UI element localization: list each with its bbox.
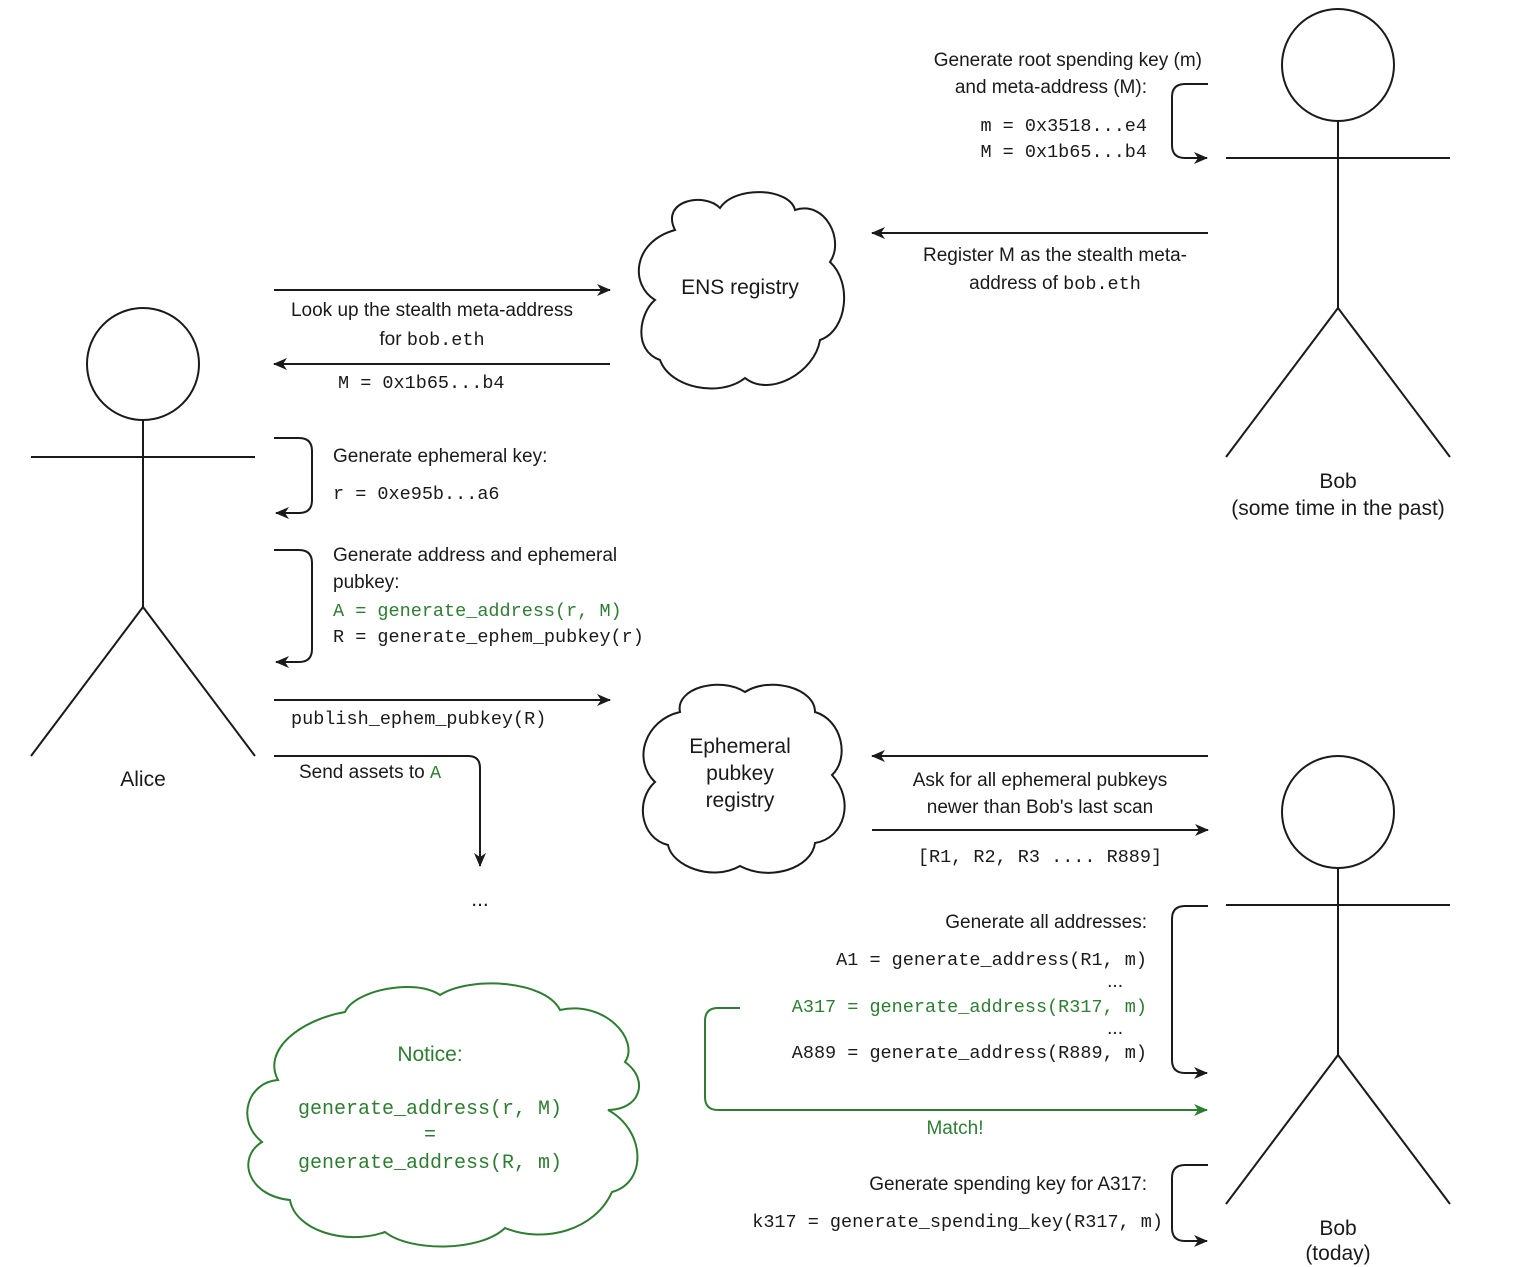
register-ens-name: bob.eth xyxy=(1063,274,1141,295)
spend-key: k317 = generate_spending_key(R317, m) xyxy=(752,1212,1163,1233)
register-line1: Register M as the stealth meta- xyxy=(923,245,1187,266)
ephem-registry-line1: Ephemeral xyxy=(689,735,791,758)
lookup-line2: for bob.eth xyxy=(272,326,592,354)
gen-all-bracket xyxy=(1171,905,1208,1079)
gen-address-A: A = generate_address(r, M) xyxy=(333,601,622,622)
meta-address-value: M = 0x1b65...b4 xyxy=(980,142,1147,163)
publish-label: publish_ephem_pubkey(R) xyxy=(291,709,547,730)
match-arrow xyxy=(704,1007,1208,1116)
alice-figure xyxy=(30,307,256,757)
spend-title: Generate spending key for A317: xyxy=(869,1174,1147,1195)
lookup-ens-name: bob.eth xyxy=(406,330,485,351)
alice-label: Alice xyxy=(120,768,166,791)
gen-address-bracket xyxy=(274,549,313,668)
lookup-line2-prefix: for xyxy=(379,329,407,350)
ephemeral-key-title: Generate ephemeral key: xyxy=(333,446,548,467)
notice-line2: generate_address(R, m) xyxy=(297,1152,563,1175)
ellipsis: ... xyxy=(471,888,489,911)
bob-setup-line2: and meta-address (M): xyxy=(954,77,1147,98)
gen-all-dots1: ... xyxy=(1107,971,1123,992)
notice-cloud xyxy=(246,982,641,1248)
send-assets-target: A xyxy=(429,763,442,784)
gen-address-line1: Generate address and ephemeral xyxy=(333,545,618,566)
ens-registry-cloud xyxy=(637,191,846,390)
bob-today-label-line1: Bob xyxy=(1319,1217,1357,1240)
match-label: Match! xyxy=(926,1118,984,1139)
register-line2: address of bob.eth xyxy=(900,270,1210,298)
bob-past-label-line2: (some time in the past) xyxy=(1231,497,1445,520)
bob-past-head xyxy=(1281,8,1395,122)
notice-line1: generate_address(r, M) xyxy=(297,1098,563,1121)
lookup-line1: Look up the stealth meta-address xyxy=(290,300,573,321)
bob-setup-bracket xyxy=(1171,83,1208,164)
lookup-result: M = 0x1b65...b4 xyxy=(338,373,505,394)
spend-bracket xyxy=(1171,1164,1208,1247)
send-assets-arrow xyxy=(274,755,486,867)
notice-equals: = xyxy=(423,1124,436,1147)
gen-all-dots2: ... xyxy=(1107,1018,1123,1039)
ens-registry-label: ENS registry xyxy=(681,276,799,299)
bob-past-label-line1: Bob xyxy=(1319,470,1357,493)
register-line2-prefix: address of xyxy=(969,273,1064,294)
bob-setup-line1: Generate root spending key (m) xyxy=(933,50,1202,71)
bob-today-figure xyxy=(1225,755,1451,1205)
alice-head xyxy=(86,307,200,421)
gen-all-a317: A317 = generate_address(R317, m) xyxy=(791,997,1147,1018)
ephemeral-registry-cloud xyxy=(641,683,846,874)
ask-line1: Ask for all ephemeral pubkeys xyxy=(912,770,1168,791)
gen-all-a1: A1 = generate_address(R1, m) xyxy=(836,950,1147,971)
gen-all-a889: A889 = generate_address(R889, m) xyxy=(791,1043,1147,1064)
ephemeral-key-value: r = 0xe95b...a6 xyxy=(333,484,500,505)
gen-all-title: Generate all addresses: xyxy=(945,912,1147,933)
gen-address-line2: pubkey: xyxy=(333,572,400,593)
gen-address-R: R = generate_ephem_pubkey(r) xyxy=(333,627,644,648)
ephem-registry-line3: registry xyxy=(705,789,775,812)
bob-today-label-line2: (today) xyxy=(1305,1242,1371,1265)
send-assets-label: Send assets to A xyxy=(299,759,441,787)
ask-line2: newer than Bob's last scan xyxy=(926,797,1154,818)
notice-title: Notice: xyxy=(397,1043,463,1066)
send-assets-prefix: Send assets to xyxy=(299,762,430,783)
ask-result: [R1, R2, R3 .... R889] xyxy=(917,847,1163,868)
ephem-registry-line2: pubkey xyxy=(706,762,774,785)
root-key-value: m = 0x3518...e4 xyxy=(980,116,1147,137)
bob-today-head xyxy=(1281,755,1395,869)
bob-past-figure xyxy=(1225,8,1451,458)
ephemeral-key-bracket xyxy=(274,437,313,519)
